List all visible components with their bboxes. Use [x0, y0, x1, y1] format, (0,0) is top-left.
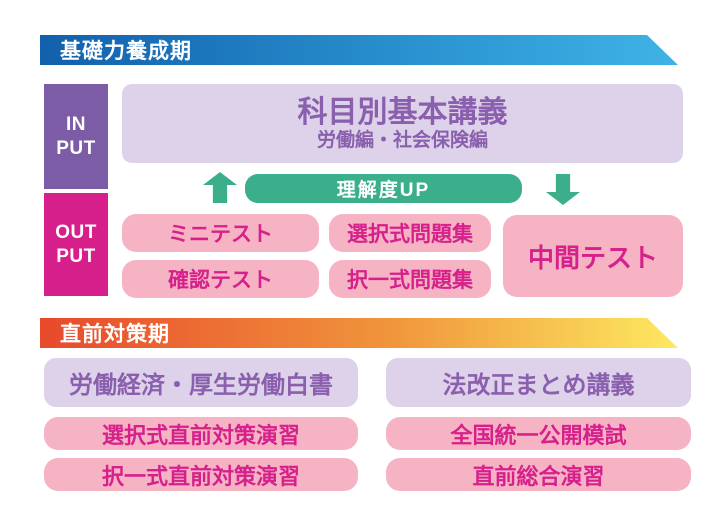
phase1-title: 基礎力養成期 — [60, 40, 192, 63]
phase2-takuitsushiki-drill: 択一式直前対策演習 — [44, 458, 358, 491]
midterm-test-box: 中間テスト — [503, 215, 683, 297]
output-item-takuitsushiki-workbook: 択一式問題集 — [329, 260, 491, 298]
input-label: IN PUT — [44, 84, 108, 189]
basic-lecture-box: 科目別基本講義 労働編・社会保険編 — [122, 84, 683, 163]
input-label-line1: IN — [66, 113, 86, 135]
down-arrow-icon — [546, 174, 580, 205]
phase2-law-revision-lecture: 法改正まとめ講義 — [386, 358, 691, 407]
phase2-national-mock-exam: 全国統一公開模試 — [386, 417, 691, 450]
understanding-up-badge: 理解度UP — [245, 174, 522, 203]
understanding-up-label: 理解度UP — [336, 180, 431, 201]
output-label-line2: PUT — [56, 245, 96, 267]
phase2-final-comprehensive-drill: 直前総合演習 — [386, 458, 691, 491]
phase2-sentakushiki-drill: 選択式直前対策演習 — [44, 417, 358, 450]
output-label-line1: OUT — [55, 221, 97, 243]
basic-lecture-title: 科目別基本講義 — [297, 95, 508, 129]
phase2-banner: 直前対策期 — [40, 318, 678, 348]
input-label-line2: PUT — [56, 137, 96, 159]
output-item-sentakushiki-workbook: 選択式問題集 — [329, 214, 491, 252]
phase2-labor-economy-whitepaper: 労働経済・厚生労働白書 — [44, 358, 358, 407]
output-item-kakunin-test: 確認テスト — [122, 260, 319, 298]
basic-lecture-subtitle: 労働編・社会保険編 — [316, 129, 488, 151]
up-arrow-icon — [203, 172, 237, 203]
output-item-mini-test: ミニテスト — [122, 214, 319, 252]
phase2-title: 直前対策期 — [60, 323, 170, 346]
output-label: OUT PUT — [44, 193, 108, 296]
phase1-banner: 基礎力養成期 — [40, 35, 678, 65]
